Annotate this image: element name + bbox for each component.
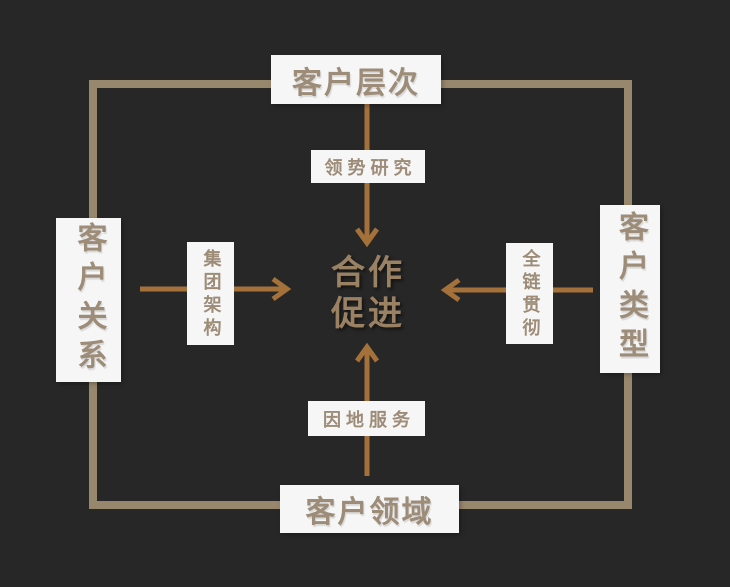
node-customer-domain-label: 客户领域 [305,495,434,530]
edge-label-bottom-text: 因地服务 [323,409,415,431]
node-customer-type: 客户类型 [600,205,660,373]
edge-label-right-text: 全链贯彻 [519,249,541,341]
edge-label-top: 领势研究 [311,150,425,183]
node-customer-domain: 客户领域 [280,485,459,533]
node-customer-relationship-label: 客户关系 [71,222,107,378]
node-customer-relationship: 客户关系 [56,218,121,382]
center-title-line2: 促进 [331,294,405,334]
edge-label-left: 集团架构 [187,242,234,345]
center-title-line1: 合作 [331,253,405,293]
node-customer-type-label: 客户类型 [613,211,648,367]
node-customer-hierarchy: 客户层次 [271,55,441,104]
edge-label-right: 全链贯彻 [506,243,553,344]
node-customer-hierarchy-label: 客户层次 [292,65,420,101]
edge-label-bottom: 因地服务 [308,401,425,436]
edge-label-left-text: 集团架构 [200,249,222,341]
edge-label-top-text: 领势研究 [324,157,417,179]
center-title: 合作 促进 [331,253,405,335]
